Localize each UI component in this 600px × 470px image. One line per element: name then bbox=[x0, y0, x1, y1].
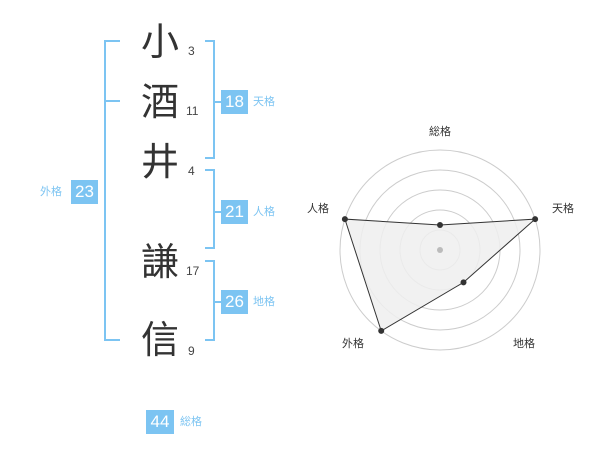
radar-ring-5 bbox=[339, 149, 541, 351]
chikaku-label: 地格 bbox=[253, 295, 275, 308]
radar-point-3 bbox=[460, 279, 467, 286]
radar-label-tenkaku: 天格 bbox=[552, 201, 574, 215]
radar-center-dot bbox=[437, 247, 443, 253]
gaikaku-value: 23 bbox=[71, 180, 98, 204]
stroke-count-3: 4 bbox=[188, 164, 195, 178]
jinkaku-value: 21 bbox=[221, 200, 248, 224]
radar-points bbox=[341, 216, 539, 334]
stroke-count-2: 11 bbox=[186, 104, 199, 118]
radar-label-chikaku: 地格 bbox=[513, 336, 535, 350]
radar-label-soukaku: 総格 bbox=[429, 124, 451, 138]
surname-char-3: 井 bbox=[140, 140, 179, 184]
jinkaku-label: 人格 bbox=[253, 205, 275, 218]
gaikaku-label: 外格 bbox=[40, 185, 62, 198]
given-char-2: 信 bbox=[140, 318, 179, 362]
soukaku-value: 44 bbox=[146, 410, 174, 434]
radar-point-2 bbox=[532, 216, 539, 223]
radar-point-5 bbox=[341, 216, 348, 223]
tenkaku-label: 天格 bbox=[253, 95, 275, 108]
chikaku-value: 26 bbox=[221, 290, 248, 314]
radar-point-1 bbox=[437, 222, 443, 228]
given-char-1: 謙 bbox=[140, 240, 179, 284]
stroke-count-1: 3 bbox=[188, 44, 195, 58]
soukaku-label: 総格 bbox=[180, 415, 202, 428]
stroke-count-5: 9 bbox=[188, 344, 195, 358]
radar-point-4 bbox=[378, 327, 385, 334]
radar-label-gaikaku: 外格 bbox=[342, 336, 364, 350]
surname-char-1: 小 bbox=[140, 20, 179, 64]
radar-label-jinkaku: 人格 bbox=[307, 201, 329, 215]
surname-char-2: 酒 bbox=[140, 80, 179, 124]
stroke-count-4: 17 bbox=[186, 264, 200, 278]
radar-polygon bbox=[344, 218, 537, 332]
tenkaku-value: 18 bbox=[221, 90, 248, 114]
